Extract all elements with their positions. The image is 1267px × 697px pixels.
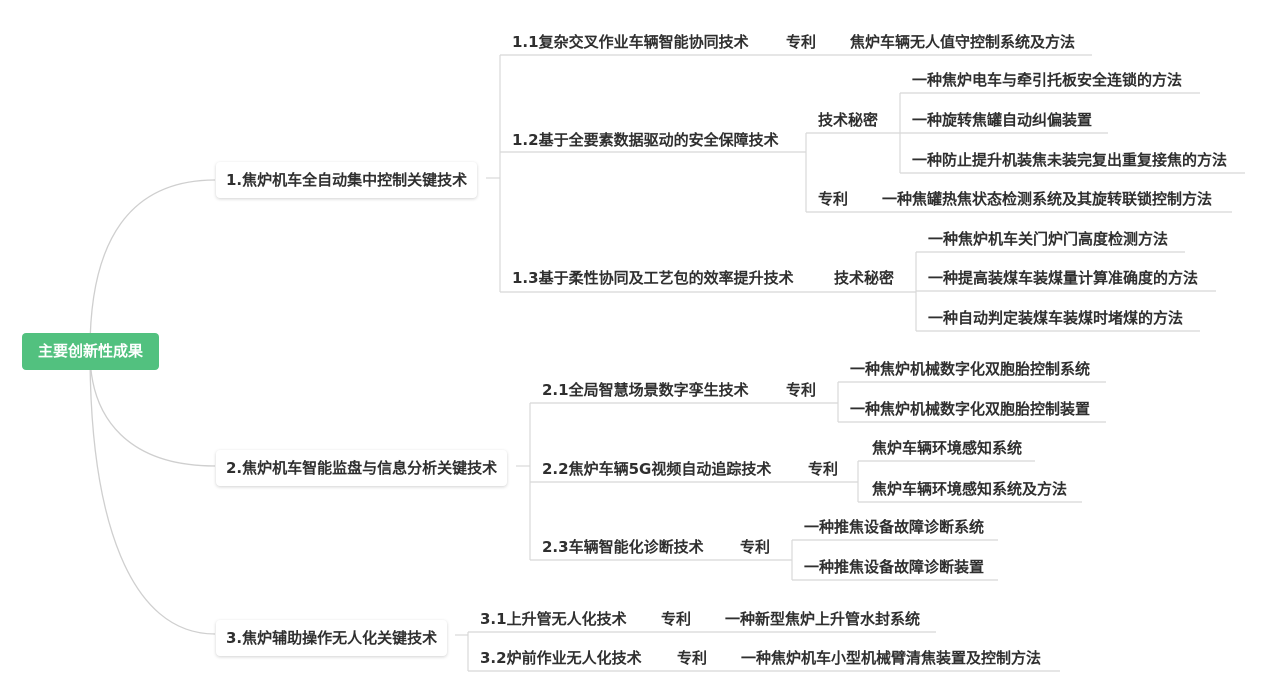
branch-2-node[interactable]: 2.焦炉机车智能监盘与信息分析关键技术 <box>216 450 508 486</box>
type-2-3-patent[interactable]: 专利 <box>740 538 771 556</box>
item-2-3-1[interactable]: 一种推焦设备故障诊断系统 <box>804 518 985 536</box>
topic-1-2[interactable]: 1.2基于全要素数据驱动的安全保障技术 <box>512 131 779 149</box>
type-1-2-patent[interactable]: 专利 <box>818 190 849 208</box>
item-1-2-4[interactable]: 一种焦罐热焦状态检测系统及其旋转联锁控制方法 <box>882 190 1213 208</box>
item-2-1-2[interactable]: 一种焦炉机械数字化双胞胎控制装置 <box>850 400 1091 418</box>
item-1-2-2[interactable]: 一种旋转焦罐自动纠偏装置 <box>912 111 1093 129</box>
topic-3-2[interactable]: 3.2炉前作业无人化技术 <box>480 649 642 667</box>
type-3-1-patent[interactable]: 专利 <box>661 610 692 628</box>
topic-3-1[interactable]: 3.1上升管无人化技术 <box>480 610 627 628</box>
item-1-2-1[interactable]: 一种焦炉电车与牵引托板安全连锁的方法 <box>912 71 1183 89</box>
item-3-1-1[interactable]: 一种新型焦炉上升管水封系统 <box>725 610 921 628</box>
item-1-3-3[interactable]: 一种自动判定装煤车装煤时堵煤的方法 <box>928 309 1184 327</box>
item-3-2-1[interactable]: 一种焦炉机车小型机械臂清焦装置及控制方法 <box>741 649 1042 667</box>
item-2-2-2[interactable]: 焦炉车辆环境感知系统及方法 <box>872 480 1068 498</box>
item-2-2-1[interactable]: 焦炉车辆环境感知系统 <box>872 439 1023 457</box>
type-1-2-secret[interactable]: 技术秘密 <box>818 111 879 129</box>
item-1-3-2[interactable]: 一种提高装煤车装煤量计算准确度的方法 <box>928 269 1199 287</box>
item-1-3-1[interactable]: 一种焦炉机车关门炉门高度检测方法 <box>928 230 1169 248</box>
type-1-3-secret[interactable]: 技术秘密 <box>834 269 895 287</box>
topic-1-3[interactable]: 1.3基于柔性协同及工艺包的效率提升技术 <box>512 269 794 287</box>
item-1-2-3[interactable]: 一种防止提升机装焦未装完复出重复接焦的方法 <box>912 151 1228 169</box>
type-3-2-patent[interactable]: 专利 <box>677 649 708 667</box>
topic-2-2[interactable]: 2.2焦炉车辆5G视频自动追踪技术 <box>542 460 772 478</box>
topic-2-3[interactable]: 2.3车辆智能化诊断技术 <box>542 538 704 556</box>
type-2-1-patent[interactable]: 专利 <box>786 381 817 399</box>
topic-2-1[interactable]: 2.1全局智慧场景数字孪生技术 <box>542 381 749 399</box>
branch-1-node[interactable]: 1.焦炉机车全自动集中控制关键技术 <box>216 162 478 198</box>
item-1-1-1[interactable]: 焦炉车辆无人值守控制系统及方法 <box>850 33 1076 51</box>
topic-1-1[interactable]: 1.1复杂交叉作业车辆智能协同技术 <box>512 33 749 51</box>
root-node[interactable]: 主要创新性成果 <box>22 333 159 370</box>
type-1-1-patent[interactable]: 专利 <box>786 33 817 51</box>
branch-3-node[interactable]: 3.焦炉辅助操作无人化关键技术 <box>216 620 448 656</box>
item-2-1-1[interactable]: 一种焦炉机械数字化双胞胎控制系统 <box>850 360 1091 378</box>
item-2-3-2[interactable]: 一种推焦设备故障诊断装置 <box>804 558 985 576</box>
type-2-2-patent[interactable]: 专利 <box>808 460 839 478</box>
